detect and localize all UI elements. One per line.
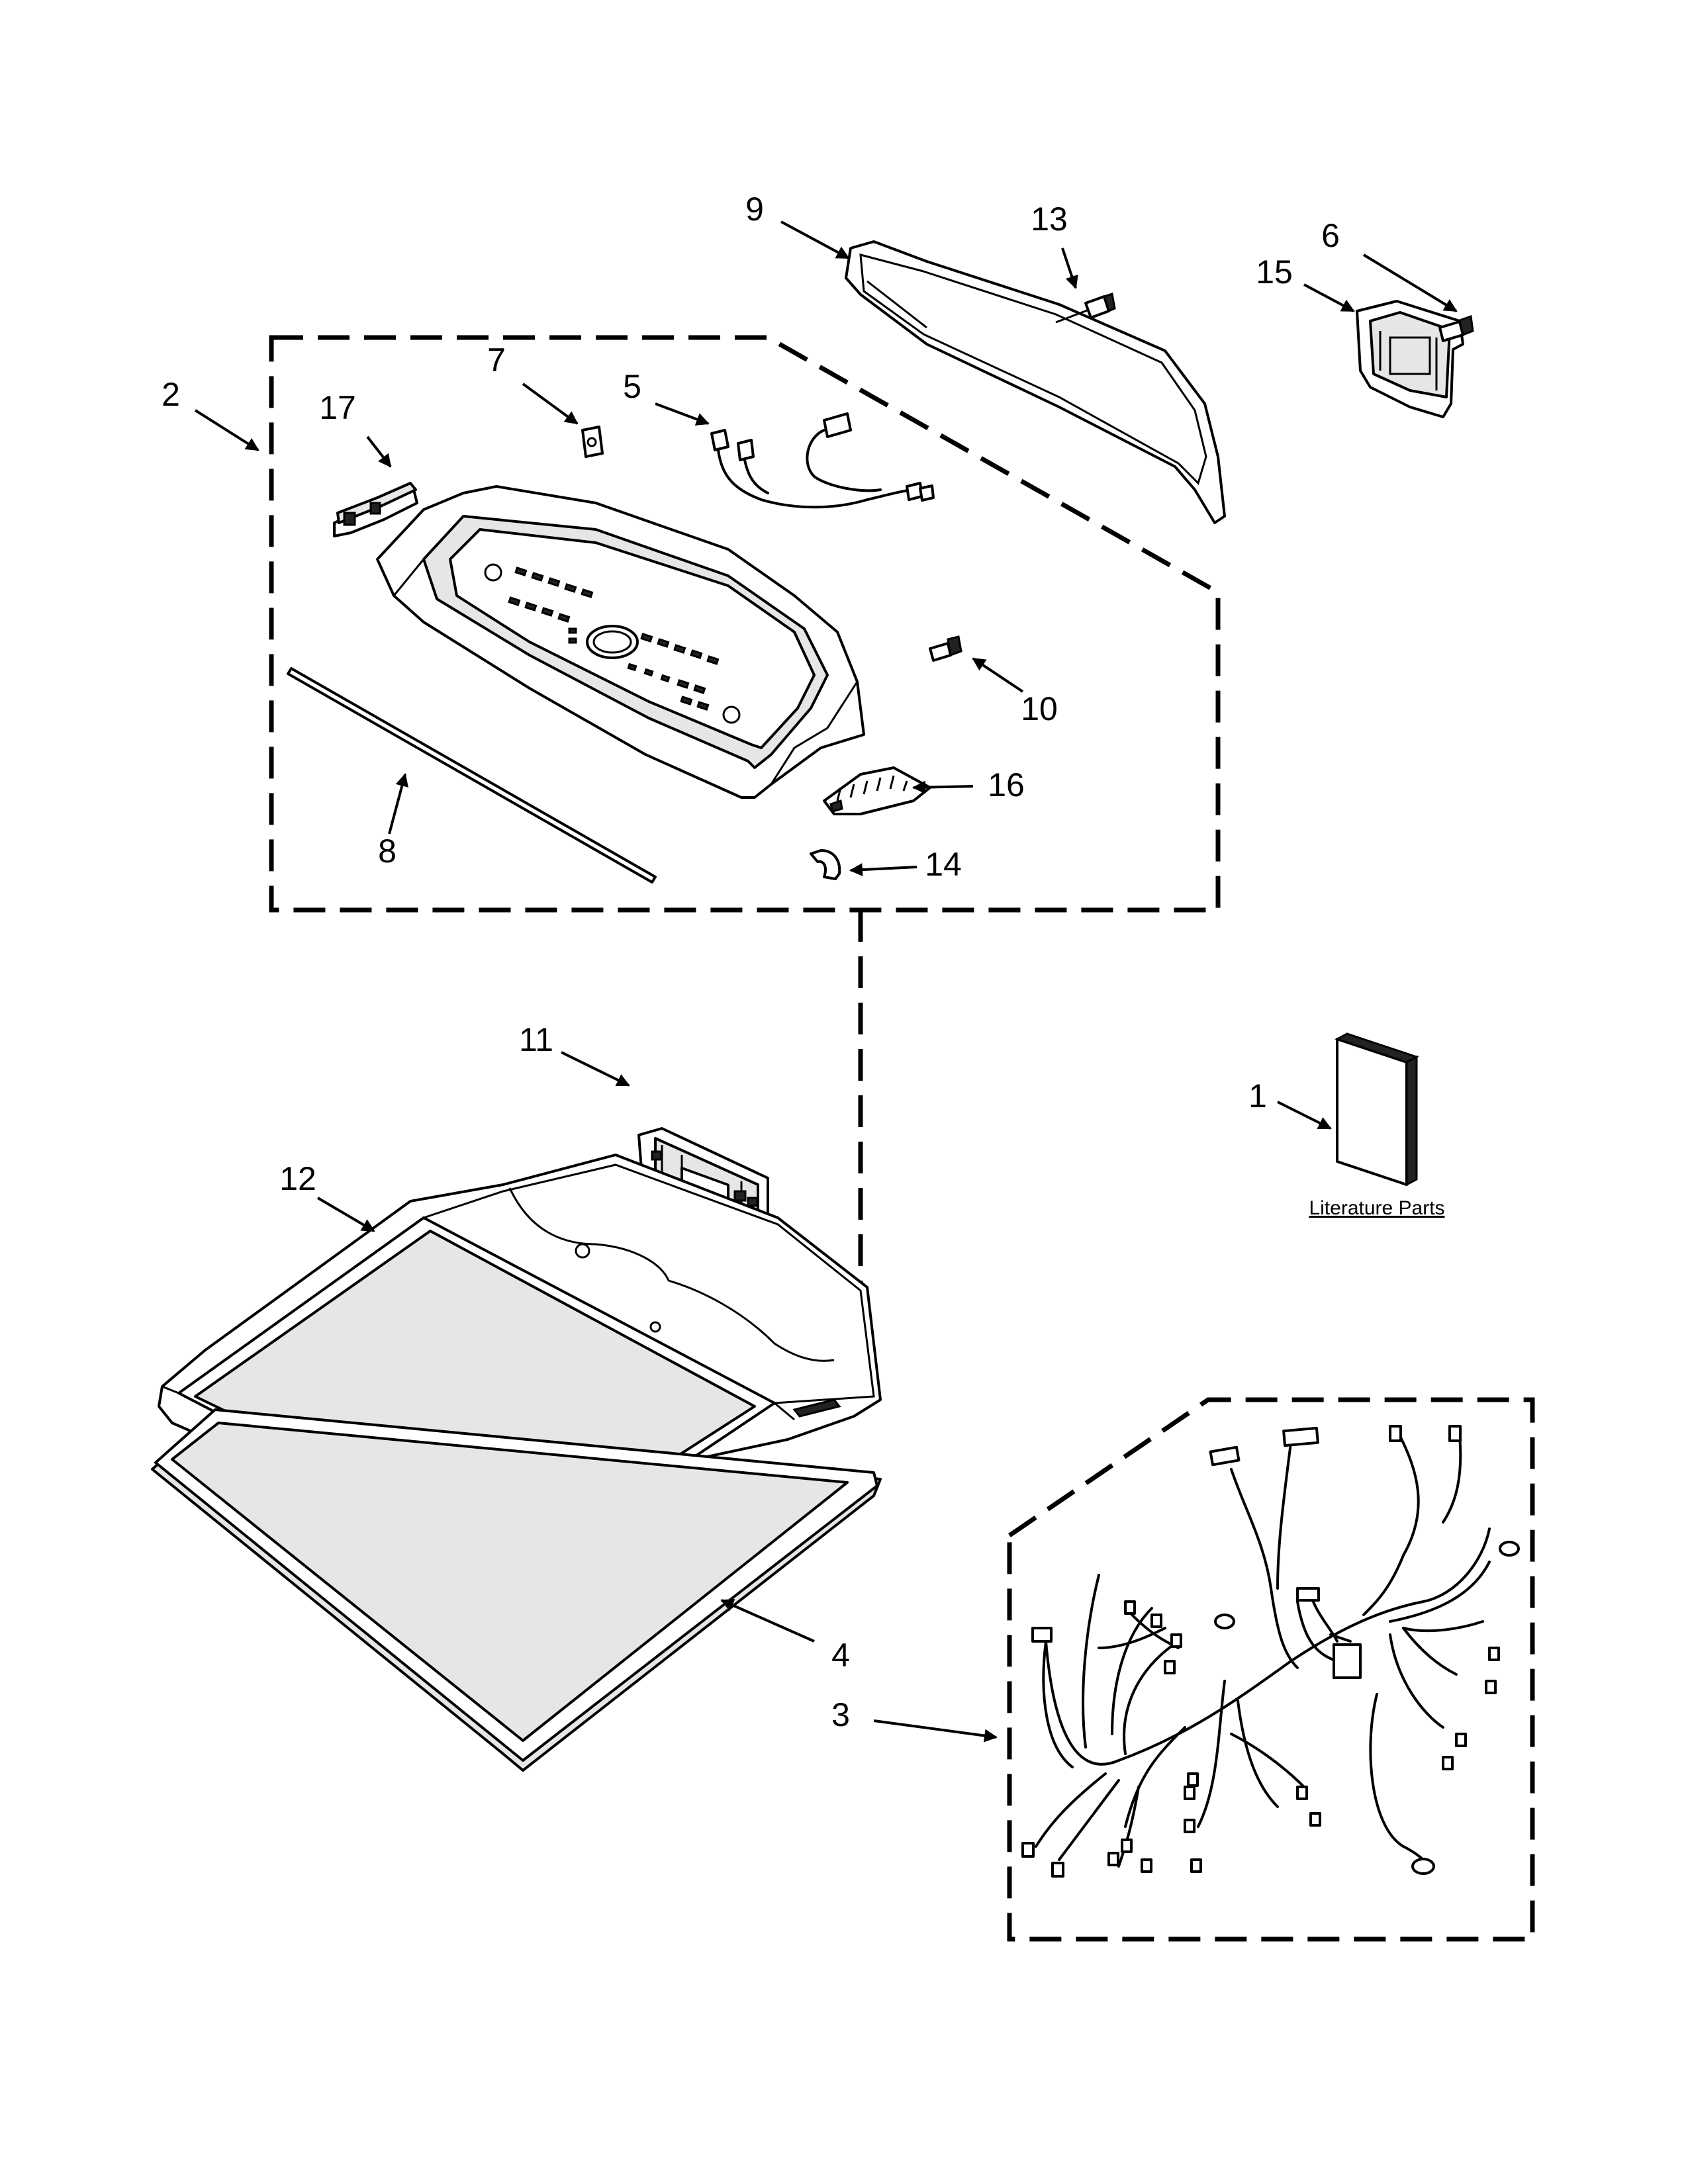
callout-16: 16 bbox=[988, 766, 1025, 803]
callout-1: 1 bbox=[1248, 1077, 1267, 1115]
callout-labels: 9 13 6 15 2 17 7 5 10 16 14 8 11 12 4 3 … bbox=[162, 191, 1444, 1733]
wire-assembly-part-5[interactable] bbox=[710, 412, 935, 509]
bracket-part-16[interactable] bbox=[823, 766, 931, 815]
callout-4: 4 bbox=[831, 1637, 850, 1674]
console-trim-part-9[interactable] bbox=[845, 240, 1226, 524]
harness-boundary bbox=[1007, 1397, 1535, 1942]
literature-booklet-part-1[interactable] bbox=[1335, 1032, 1419, 1187]
callout-11: 11 bbox=[519, 1021, 553, 1058]
callout-17: 17 bbox=[319, 389, 356, 426]
screw-part-13[interactable] bbox=[1055, 293, 1116, 324]
console-backsplash[interactable] bbox=[376, 485, 865, 799]
callout-15: 15 bbox=[1256, 253, 1293, 291]
callout-7: 7 bbox=[487, 341, 506, 379]
callout-6: 6 bbox=[1321, 217, 1340, 254]
leader-arrows bbox=[194, 220, 1458, 1743]
callout-8: 8 bbox=[378, 833, 397, 870]
callout-3: 3 bbox=[831, 1696, 850, 1733]
screw-part-6[interactable] bbox=[1438, 314, 1474, 342]
bracket-part-17[interactable] bbox=[333, 482, 418, 537]
callout-2: 2 bbox=[162, 376, 180, 413]
callout-12: 12 bbox=[279, 1160, 316, 1197]
insulation-part-4[interactable] bbox=[151, 1408, 882, 1772]
callout-5: 5 bbox=[623, 368, 641, 405]
callout-10: 10 bbox=[1021, 690, 1058, 727]
clip-part-14[interactable] bbox=[810, 849, 841, 880]
console-assembly-boundary bbox=[269, 335, 1221, 913]
callout-13: 13 bbox=[1031, 201, 1068, 238]
screw-part-10[interactable] bbox=[929, 635, 962, 662]
literature-parts-label: Literature Parts bbox=[1309, 1197, 1444, 1219]
wire-harness-part-3[interactable] bbox=[1021, 1425, 1520, 1878]
bracket-part-15[interactable] bbox=[1356, 300, 1464, 418]
seal-strip-part-8[interactable] bbox=[287, 667, 657, 884]
clip-part-7[interactable] bbox=[581, 426, 604, 458]
callout-9: 9 bbox=[745, 191, 764, 228]
callout-14: 14 bbox=[925, 846, 962, 883]
